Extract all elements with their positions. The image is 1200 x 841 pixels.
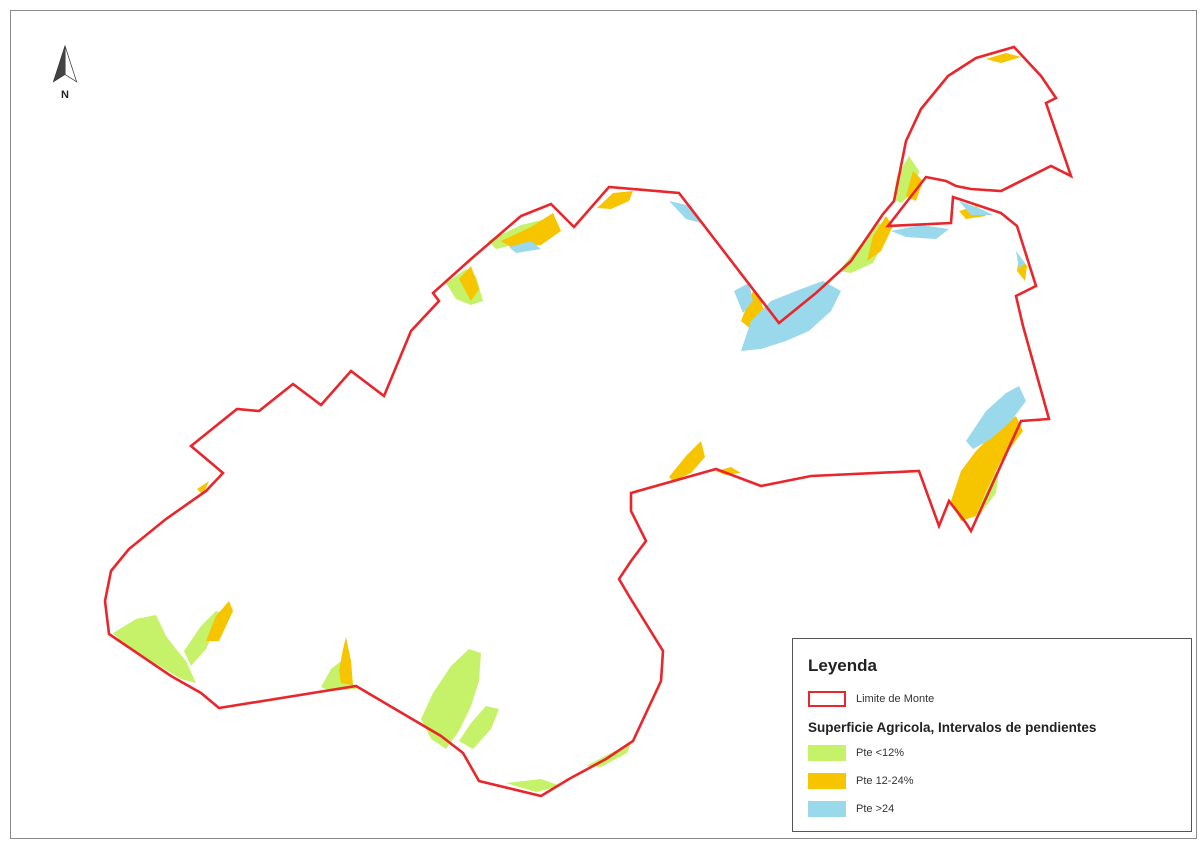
patch-orange bbox=[986, 53, 1021, 63]
legend-boundary-label: Limite de Monte bbox=[856, 693, 935, 705]
map-canvas bbox=[103, 45, 1074, 798]
slope-gt24-patches bbox=[509, 201, 1026, 449]
north-arrow-icon bbox=[52, 45, 78, 83]
patch-orange bbox=[197, 481, 209, 495]
patch-green bbox=[113, 615, 196, 683]
patch-blue bbox=[509, 241, 541, 253]
legend-item-pte-lt12: Pte <12% bbox=[808, 745, 904, 761]
map-legend: Leyenda Limite de Monte Superficie Agric… bbox=[792, 638, 1192, 832]
slope-12-24-patches bbox=[197, 53, 1027, 685]
patch-orange bbox=[951, 416, 1023, 521]
patch-green bbox=[506, 779, 561, 792]
patch-orange bbox=[716, 467, 741, 475]
legend-item-label: Pte >24 bbox=[856, 803, 895, 815]
legend-swatch bbox=[808, 745, 846, 761]
patch-green bbox=[459, 706, 499, 749]
legend-title: Leyenda bbox=[808, 656, 877, 675]
patch-blue bbox=[1016, 251, 1025, 269]
patch-green bbox=[421, 649, 481, 749]
patch-blue bbox=[891, 225, 949, 239]
patch-orange bbox=[501, 213, 561, 247]
north-arrow-label: N bbox=[61, 89, 69, 101]
monte-boundary bbox=[103, 45, 1074, 798]
patch-orange bbox=[669, 441, 705, 481]
patch-orange bbox=[906, 171, 923, 201]
patch-blue bbox=[959, 201, 993, 215]
patch-orange bbox=[206, 601, 233, 641]
patch-blue bbox=[669, 201, 701, 223]
patch-orange bbox=[597, 191, 633, 209]
boundary-swatch bbox=[808, 691, 846, 707]
legend-item-label: Pte 12-24% bbox=[856, 775, 914, 787]
legend-swatch bbox=[808, 773, 846, 789]
patch-orange bbox=[459, 266, 479, 301]
patch-orange bbox=[339, 637, 353, 685]
patch-blue bbox=[734, 283, 753, 313]
legend-item-pte-gt24: Pte >24 bbox=[808, 801, 894, 817]
patch-blue bbox=[966, 386, 1026, 449]
patch-blue bbox=[741, 281, 841, 351]
legend-swatch bbox=[808, 801, 846, 817]
legend-item-label: Pte <12% bbox=[856, 747, 905, 759]
legend-item-pte-12-24: Pte 12-24% bbox=[808, 773, 913, 789]
map-frame: N Leyenda Limite de Monte Superficie Agr… bbox=[10, 10, 1197, 839]
legend-boundary-row: Limite de Monte bbox=[808, 691, 934, 707]
legend-subtitle: Superficie Agricola, Intervalos de pendi… bbox=[808, 720, 1097, 735]
